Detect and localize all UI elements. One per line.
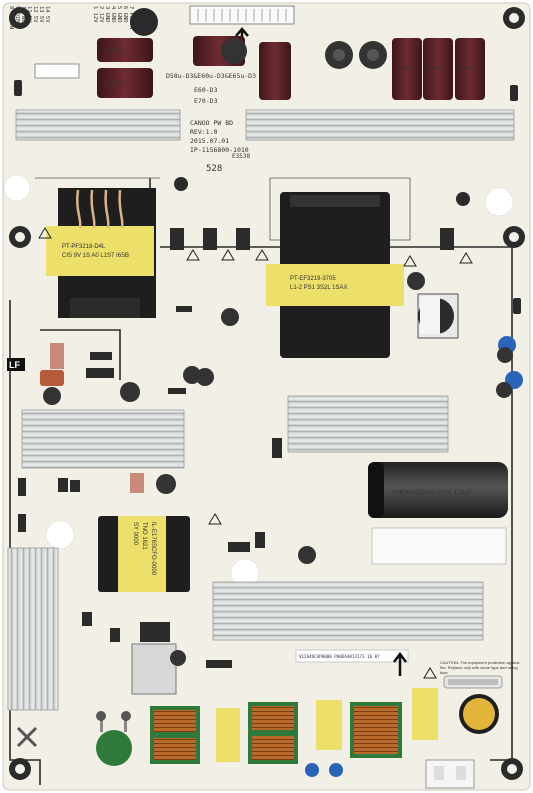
- warning-triangles: [38, 227, 473, 679]
- ac-input-connector: [425, 759, 475, 789]
- output-connector: [189, 5, 295, 50]
- transformer-label: CIS 9V 1S A0 L1S7 I6SB: [62, 253, 129, 259]
- output-capacitors-left: 1800uF 1800uF: [97, 8, 247, 98]
- heatsink-bottom: [212, 581, 484, 641]
- mounting-hole: [9, 758, 31, 780]
- bridge-rectifier: [82, 612, 232, 695]
- sticker-dots: [3, 174, 514, 588]
- svg-text:1800uF: 1800uF: [104, 48, 125, 54]
- pin-label: 3 GND: [104, 6, 110, 23]
- main-transformer-right: PT-EF3219-3705 L1-2 PS1 3S2L 1SAX: [266, 192, 404, 358]
- board-silkscreen-text: D58u-D3&E60u-D3&E65u-D3 E60-D3 E70-D3 CA…: [166, 72, 256, 174]
- variant-line: E70-D3: [194, 97, 218, 105]
- emi-filter: [150, 688, 438, 777]
- main-transformer-left: PT-PF3218-D4L CIS 9V 1S A0 L1S7 I6SB: [46, 188, 156, 318]
- svg-text:470uF: 470uF: [460, 66, 474, 72]
- pin-label: 4 GND: [110, 6, 116, 23]
- warning-block: CAUTION: The equipment protection agains…: [440, 660, 520, 675]
- transistor-row: [170, 177, 470, 250]
- pin-label: 9 DIM: [14, 6, 20, 23]
- heatsink-mid-left: [21, 409, 185, 469]
- pin-label: 6 GND: [122, 6, 128, 23]
- output-capacitors-right: 470uF 470uF 470uF: [259, 38, 485, 100]
- pin-label: 1 12V: [92, 6, 98, 23]
- lf-marker: LF: [7, 358, 25, 371]
- svg-text:470uF: 470uF: [397, 66, 411, 72]
- mounting-hole: [501, 758, 523, 780]
- small-components-top: [14, 63, 518, 101]
- pin-label: 5 GND: [116, 6, 122, 23]
- transformer-label: PT-PF3218-D4L: [62, 244, 106, 250]
- code-528: 528: [206, 164, 222, 174]
- thermistor: [459, 694, 499, 734]
- mounting-hole: [9, 7, 31, 29]
- pin-label: 13 5V: [38, 6, 44, 23]
- mounting-hole: [9, 226, 31, 248]
- variant-line: E60-D3: [194, 86, 218, 94]
- batch-mark: E3538: [232, 153, 250, 160]
- bulk-capacitor: SHENGRONG 450V 120uF: [368, 462, 508, 518]
- jumper-mark: [16, 726, 38, 748]
- svg-text:470uF: 470uF: [428, 66, 442, 72]
- pin-label: 8 BL-ON: [8, 6, 14, 29]
- variant-line: D58u-D3&E60u-D3&E65u-D3: [166, 72, 256, 80]
- transformer-label: PT-EF3219-3705: [290, 276, 336, 282]
- pin-label: 14 5V: [44, 6, 50, 23]
- heatsink-vertical-left: [7, 547, 59, 711]
- pin-label: 2 12V: [98, 6, 104, 23]
- warning-text: CAUTION: The equipment protection agains…: [440, 660, 520, 675]
- lf-label: LF: [9, 360, 20, 370]
- model-line: REV:1.0: [190, 128, 217, 136]
- mid-components: [40, 272, 523, 405]
- model-line: CANOO PW BD: [190, 119, 233, 127]
- varistor: [96, 711, 132, 766]
- heatsink-top-left: [15, 109, 181, 141]
- fuse: [443, 675, 503, 689]
- pin-label: 10 NC: [20, 6, 26, 23]
- capacitor-print: SHENGRONG 450V 120uF: [392, 489, 472, 496]
- mounting-hole: [503, 226, 525, 248]
- pin-label: 12 5V: [32, 6, 38, 23]
- serial-sticker: V12646CAP0000 P006A4013173 16 07: [295, 649, 409, 676]
- heatsink-top-right: [245, 109, 515, 141]
- model-line: IP-1156800-1010: [190, 146, 249, 154]
- connector-pin-labels: 14 5V 13 5V 12 5V 11 5V 10 NC 9 DIM 8 BL…: [8, 6, 50, 29]
- serial-label: V12646CAP0000 P006A4013173 16 07: [299, 654, 380, 659]
- mounting-hole: [503, 7, 525, 29]
- transformer-label: TNO 1621: [141, 522, 147, 550]
- transformer-label: L1-2 PS1 3S2L 1SAX: [290, 285, 347, 291]
- transformer-label: SY 0000: [132, 522, 138, 546]
- model-line: 2015.07.01: [190, 137, 229, 145]
- blank-label-area: [371, 527, 507, 565]
- misc-components-mid: [18, 438, 316, 564]
- standby-transformer: IL-E176SCFO-0000 TNO 1621 SY 0000: [98, 516, 190, 592]
- heatsink-mid-right: [287, 395, 449, 453]
- mounting-holes: [9, 7, 525, 780]
- pin-label: 11 5V: [26, 6, 32, 23]
- transformer-label: IL-E176SCFO-0000: [150, 522, 156, 576]
- svg-text:1800uF: 1800uF: [104, 81, 125, 87]
